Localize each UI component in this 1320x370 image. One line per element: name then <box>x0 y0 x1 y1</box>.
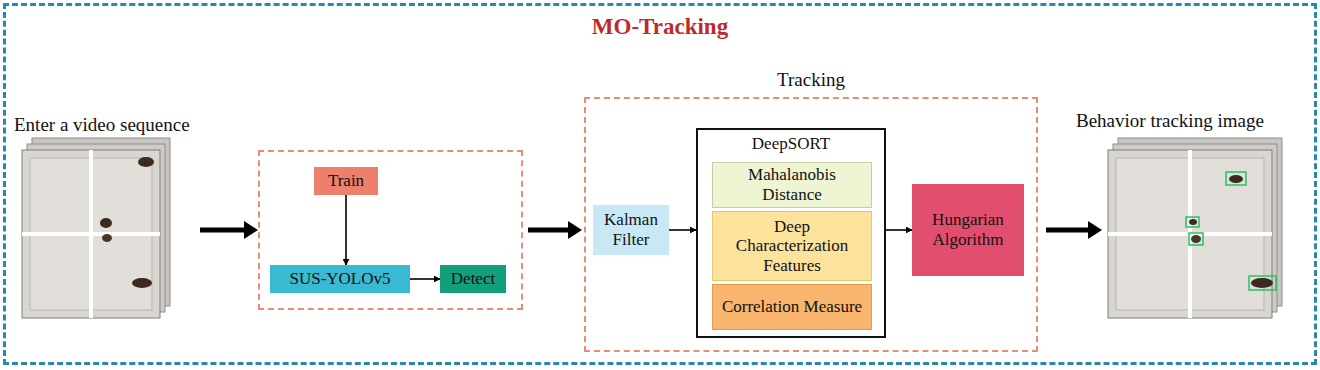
connector-arrow <box>410 278 440 280</box>
box-label: Deep Characterization Features <box>717 217 867 276</box>
outer-frame: MO-TrackingTrainSUS-YOLOv5 Detect Tracking… <box>3 3 1317 365</box>
process-box: Mahalanobis Distance <box>712 162 872 208</box>
process-box: Hungarian Algorithm <box>912 184 1024 276</box>
box-label: Mahalanobis Distance <box>717 165 867 204</box>
output-label: Behavior tracking image <box>1076 110 1264 132</box>
tracking-region: TrackingKalman FilterDeepSORTMahalanobis… <box>584 97 1038 352</box>
box-label: Hungarian Algorithm <box>916 210 1020 249</box>
process-box: Deep Characterization Features <box>712 211 872 281</box>
process-box: Train <box>314 167 378 195</box>
video-frames-output <box>1108 138 1282 318</box>
process-box: Kalman Filter <box>593 205 669 255</box>
group-box: DeepSORT Mahalanobis DistanceDeep Charact… <box>696 128 886 338</box>
heading: Tracking <box>586 69 1036 91</box>
box-label: SUS-YOLOv5 <box>289 269 390 289</box>
box-label: Correlation Measure <box>722 297 862 317</box>
process-box: Correlation Measure <box>712 284 872 330</box>
connector-arrow <box>886 229 912 231</box>
flow-arrow <box>200 221 258 239</box>
heading: MO-Tracking <box>6 14 1314 40</box>
flow-arrow <box>528 221 582 239</box>
connector-arrow <box>345 195 347 265</box>
input-label: Enter a video sequence <box>14 114 190 136</box>
connector-arrow <box>669 229 696 231</box>
box-label: Kalman Filter <box>597 210 665 249</box>
flow-arrow <box>1046 221 1102 239</box>
process-box: SUS-YOLOv5 <box>270 265 410 293</box>
process-box: Detect <box>440 265 506 293</box>
box-label: Train <box>328 171 364 191</box>
box-label: Detect <box>451 269 495 289</box>
heading: DeepSORT <box>698 134 884 154</box>
video-frames-input <box>22 138 170 318</box>
